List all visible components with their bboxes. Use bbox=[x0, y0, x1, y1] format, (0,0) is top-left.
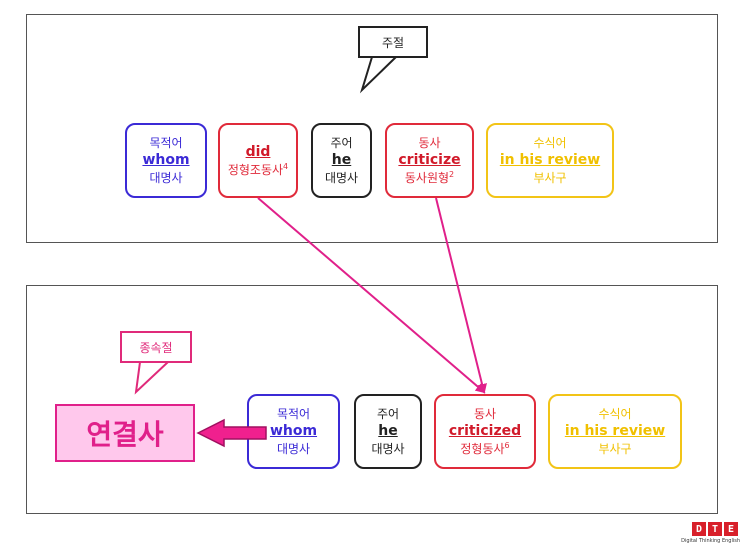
subordinate-clause-callout-label: 종속절 bbox=[139, 340, 173, 355]
subordinate-clause-callout: 종속절 bbox=[120, 331, 192, 363]
main-modifier-box: 수식어 in his review 부사구 bbox=[486, 123, 614, 198]
box-role: 수식어 bbox=[533, 135, 567, 150]
dte-logo: D T E Digital Thinking English bbox=[668, 522, 740, 554]
main-auxiliary-box: did 정형조동사4 bbox=[218, 123, 298, 198]
main-verb-box: 동사 criticize 동사원형2 bbox=[385, 123, 474, 198]
box-pos: 대명사 bbox=[149, 170, 183, 185]
box-pos: 대명사 bbox=[371, 441, 405, 456]
connector-box: 연결사 bbox=[55, 404, 195, 462]
main-clause-callout-label: 주절 bbox=[381, 35, 405, 50]
callout-sub-pointer bbox=[134, 361, 171, 395]
logo-tagline: Digital Thinking English bbox=[681, 538, 740, 544]
sub-modifier-box: 수식어 in his review 부사구 bbox=[548, 394, 682, 469]
box-role: 주어 bbox=[330, 135, 353, 150]
footnote-number: 6 bbox=[504, 440, 510, 450]
box-word: he bbox=[378, 423, 398, 440]
main-object-box: 목적어 whom 대명사 bbox=[125, 123, 207, 198]
main-subject-box: 주어 he 대명사 bbox=[311, 123, 372, 198]
box-pos: 동사원형2 bbox=[404, 169, 455, 185]
box-role: 동사 bbox=[418, 135, 441, 150]
sub-subject-box: 주어 he 대명사 bbox=[354, 394, 422, 469]
box-role: 동사 bbox=[473, 406, 497, 421]
box-role: 목적어 bbox=[149, 135, 183, 150]
footnote-number: 2 bbox=[449, 169, 455, 179]
box-pos: 부사구 bbox=[598, 441, 632, 456]
logo-letter: E bbox=[724, 522, 738, 536]
box-pos: 정형동사6 bbox=[460, 440, 510, 456]
sub-verb-box: 동사 criticized 정형동사6 bbox=[434, 394, 536, 469]
box-word: whom bbox=[269, 423, 318, 440]
box-word: in his review bbox=[499, 152, 601, 169]
box-pos: 대명사 bbox=[276, 441, 311, 456]
box-pos: 대명사 bbox=[324, 170, 359, 185]
connector-label: 연결사 bbox=[86, 418, 164, 451]
main-clause-callout: 주절 bbox=[358, 26, 428, 58]
box-pos: 정형조동사4 bbox=[227, 161, 289, 177]
logo-letter: T bbox=[708, 522, 722, 536]
logo-letter: D bbox=[692, 522, 706, 536]
box-pos: 부사구 bbox=[533, 170, 567, 185]
box-word: criticized bbox=[448, 423, 522, 440]
box-word: did bbox=[245, 143, 271, 160]
logo-mark: D T E bbox=[668, 522, 738, 536]
box-role: 주어 bbox=[376, 406, 400, 421]
box-word: whom bbox=[142, 152, 190, 169]
callout-main-pointer bbox=[359, 56, 399, 94]
box-role: 목적어 bbox=[276, 406, 311, 421]
box-role: 수식어 bbox=[598, 406, 632, 421]
box-word: criticize bbox=[398, 152, 461, 169]
box-word: in his review bbox=[564, 423, 666, 440]
sub-object-box: 목적어 whom 대명사 bbox=[247, 394, 340, 469]
box-word: he bbox=[331, 152, 352, 169]
footnote-number: 4 bbox=[283, 161, 289, 171]
